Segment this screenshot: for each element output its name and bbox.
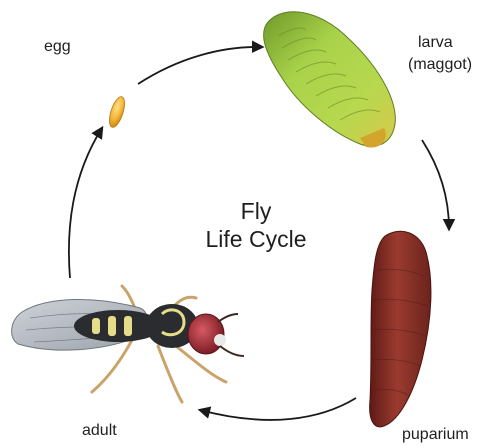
arrow-egg-to-larva xyxy=(138,47,262,84)
stage-label-adult: adult xyxy=(82,422,117,440)
arrow-larva-to-puparium xyxy=(422,140,449,229)
puparium-illustration xyxy=(370,231,431,427)
adult-fly-illustration xyxy=(12,286,244,402)
stage-label-larva-maggot: (maggot) xyxy=(408,56,472,74)
diagram-title-line1: Fly xyxy=(176,198,336,224)
egg-illustration xyxy=(106,95,127,129)
stage-label-egg: egg xyxy=(44,38,71,56)
arrow-adult-to-egg xyxy=(69,128,102,278)
stage-label-larva: larva xyxy=(418,34,453,52)
larva-illustration xyxy=(264,12,396,148)
stage-label-puparium: puparium xyxy=(402,426,469,444)
diagram-title-line2: Life Cycle xyxy=(176,226,336,252)
arrow-puparium-to-adult xyxy=(200,398,356,420)
